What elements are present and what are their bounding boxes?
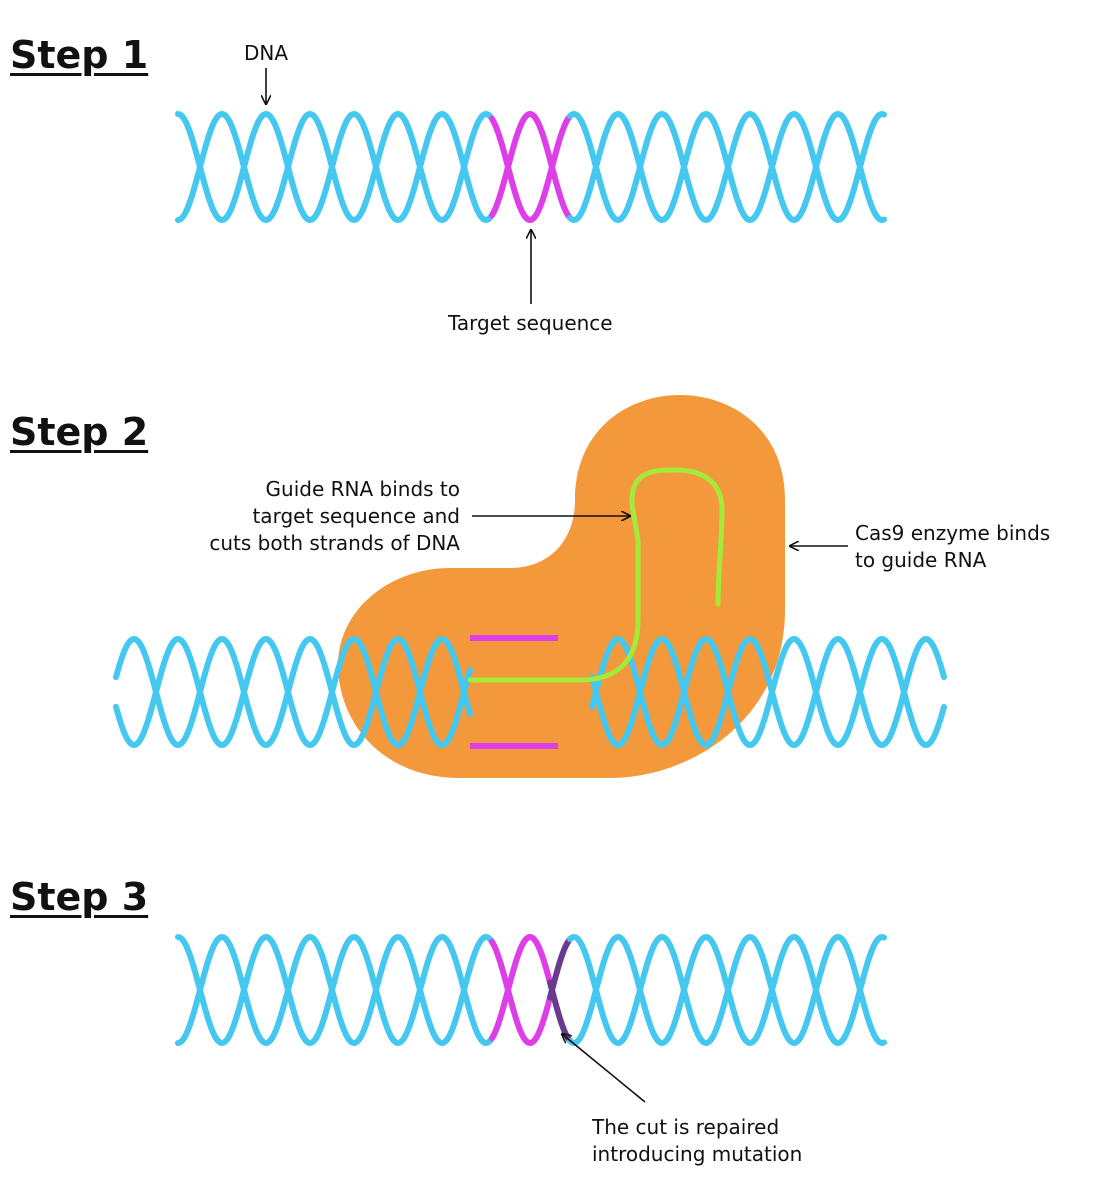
dna-strand-segment (567, 933, 887, 1047)
dna-strand-segment (589, 635, 947, 749)
cas9-label: Cas9 enzyme binds to guide RNA (855, 521, 1051, 572)
dna-helix-step-1 (175, 110, 887, 224)
repair-label: The cut is repaired introducing mutation (592, 1115, 803, 1166)
dna-strand-segment (489, 110, 573, 221)
dna-label: DNA (244, 41, 289, 65)
step-1-title: Step 1 (10, 33, 149, 77)
dna-helix-step-3 (175, 933, 887, 1047)
dna-strand-segment (175, 110, 495, 224)
dna-strand-segment (489, 933, 553, 1042)
dna-strand-segment (113, 635, 473, 749)
dna-strand-segment (113, 635, 473, 749)
dna-strand-segment (567, 110, 887, 224)
step-3-title: Step 3 (10, 875, 149, 919)
step-2-title: Step 2 (10, 410, 149, 454)
repair-arrow (562, 1034, 646, 1103)
dna-strand-segment (589, 635, 947, 749)
dna-strand-segment (489, 113, 573, 224)
guide-rna-label: Guide RNA binds to target sequence and c… (209, 477, 460, 555)
guide-rna (467, 467, 725, 683)
dna-strand-segment (175, 933, 495, 1047)
dna-strand-segment (489, 938, 553, 1047)
dna-strand-segment (175, 933, 495, 1047)
dna-strand-segment (175, 110, 495, 224)
target-sequence-label: Target sequence (448, 311, 613, 335)
dna-helix-step-2 (113, 635, 947, 749)
dna-strand-segment (547, 936, 573, 1001)
cas9-enzyme (338, 395, 785, 778)
